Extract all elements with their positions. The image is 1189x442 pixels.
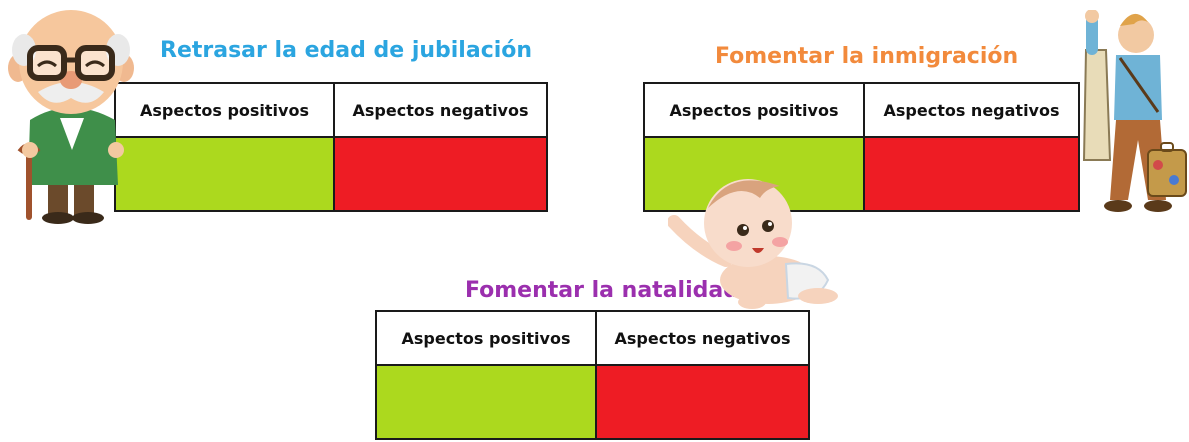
table-natalidad: Aspectos positivos Aspectos negativos: [375, 310, 810, 440]
header-aspectos-positivos: Aspectos positivos: [643, 82, 865, 138]
section-title-natalidad: Fomentar la natalidad: [465, 278, 739, 303]
header-aspectos-positivos: Aspectos positivos: [114, 82, 335, 138]
header-aspectos-negativos: Aspectos negativos: [863, 82, 1080, 138]
cell-positive[interactable]: [375, 364, 597, 440]
section-title-jubilacion: Retrasar la edad de jubilación: [160, 38, 533, 63]
baby-illustration: [668, 179, 838, 309]
table-jubilacion: Aspectos positivos Aspectos negativos: [114, 82, 548, 212]
header-aspectos-positivos: Aspectos positivos: [375, 310, 597, 366]
table-inmigracion: Aspectos positivos Aspectos negativos: [643, 82, 1080, 212]
section-title-inmigracion: Fomentar la inmigración: [715, 44, 1019, 69]
cell-positive[interactable]: [114, 136, 335, 212]
grandfather-illustration: [8, 10, 134, 224]
cell-negative[interactable]: [595, 364, 810, 440]
traveler-illustration: [1082, 10, 1187, 212]
header-aspectos-negativos: Aspectos negativos: [333, 82, 548, 138]
header-aspectos-negativos: Aspectos negativos: [595, 310, 810, 366]
cell-negative[interactable]: [333, 136, 548, 212]
cell-negative[interactable]: [863, 136, 1080, 212]
